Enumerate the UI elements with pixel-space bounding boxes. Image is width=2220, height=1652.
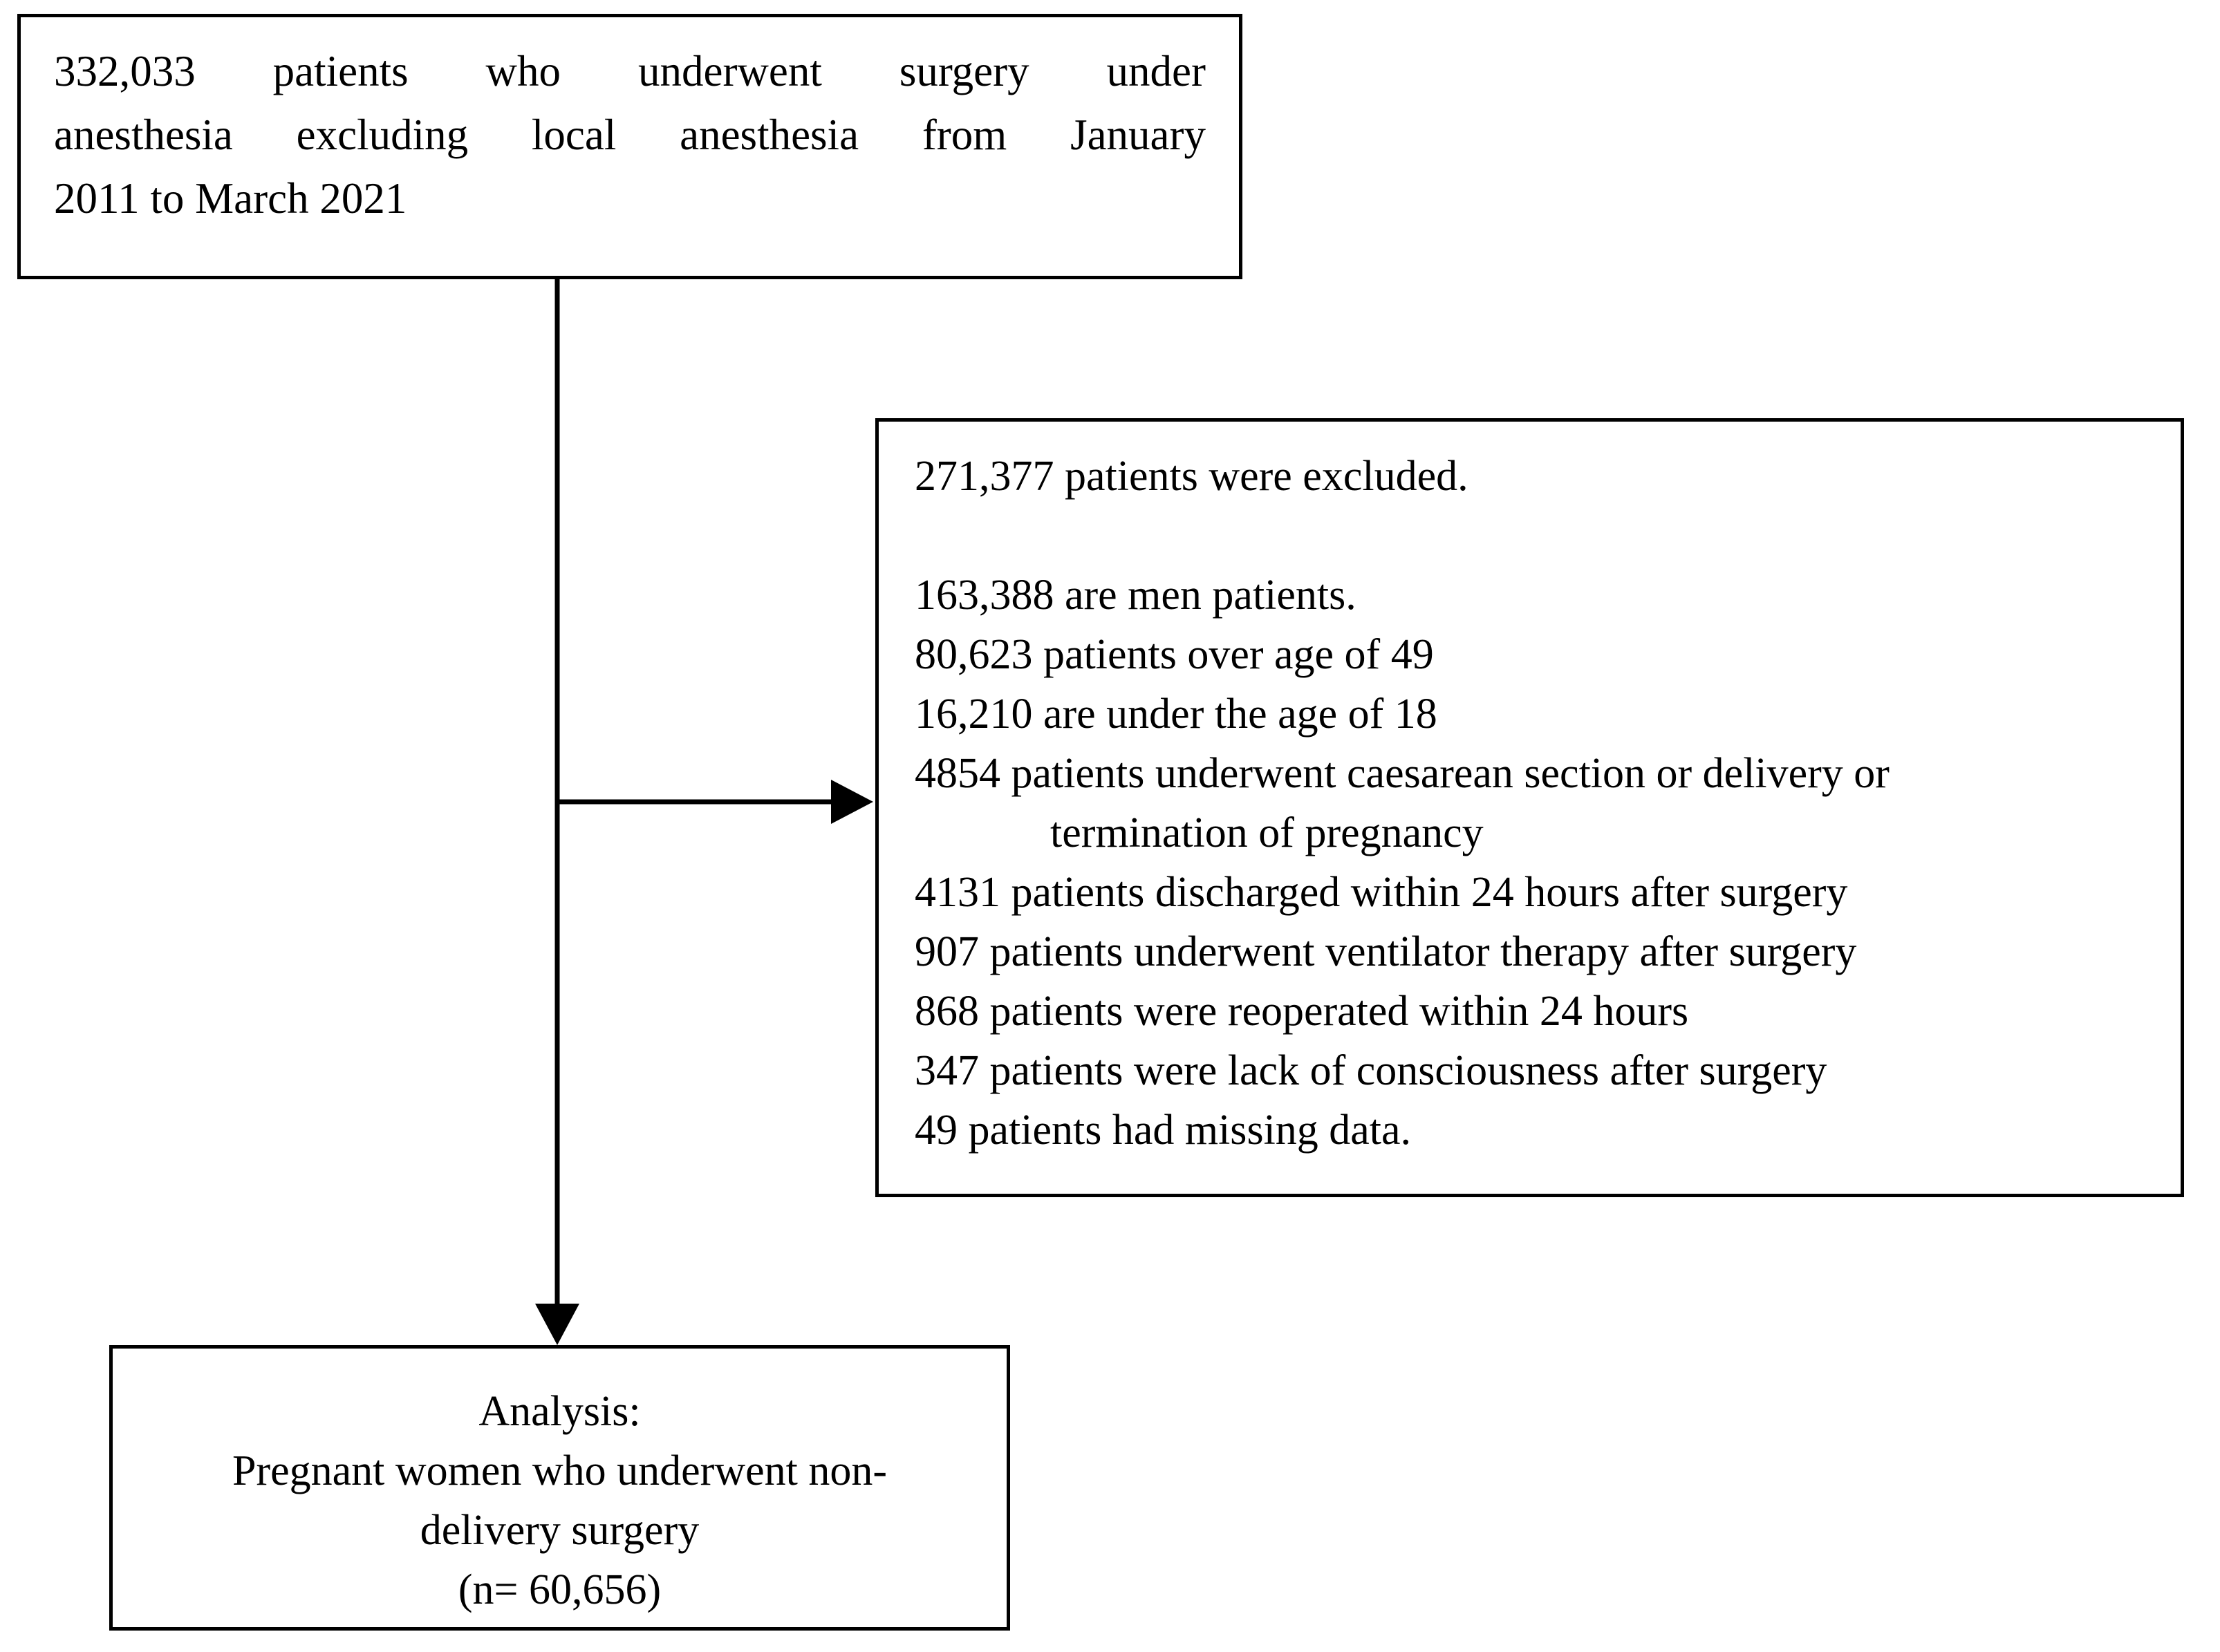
- analysis-sample-size: (n= 60,656): [458, 1566, 662, 1613]
- analysis-label: Analysis:: [478, 1388, 641, 1435]
- initial-cohort-line-3: 2011 to March 2021: [54, 174, 407, 223]
- initial-cohort-line-2: anesthesia excluding local anesthesia fr…: [54, 111, 1206, 159]
- exclusion-item-consciousness: 347 patients were lack of consciousness …: [915, 1047, 1827, 1094]
- exclusion-item-caesarean-continued: termination of pregnancy: [1050, 809, 1484, 856]
- exclusion-item-caesarean: 4854 patients underwent caesarean sectio…: [915, 750, 1890, 797]
- exclusion-item-ventilator: 907 patients underwent ventilator therap…: [915, 928, 1857, 975]
- exclusion-item-reoperated: 868 patients were reoperated within 24 h…: [915, 988, 1689, 1035]
- analysis-population-line-1: Pregnant women who underwent non-: [232, 1447, 887, 1494]
- down-arrowhead-icon: [535, 1304, 579, 1345]
- exclusion-item-under-18: 16,210 are under the age of 18: [915, 691, 1437, 738]
- initial-cohort-line-1: 332,033 patients who underwent surgery u…: [54, 47, 1206, 95]
- exclusion-item-over-49: 80,623 patients over age of 49: [915, 631, 1434, 678]
- exclusion-box: 271,377 patients were excluded. 163,388 …: [875, 418, 2184, 1197]
- exclusion-item-discharged-24h: 4131 patients discharged within 24 hours…: [915, 869, 1848, 916]
- exclusion-item-men: 163,388 are men patients.: [915, 572, 1356, 619]
- exclusion-blank-line: [915, 506, 2146, 565]
- analysis-population-line-2: delivery surgery: [420, 1507, 700, 1554]
- exclusion-title: 271,377 patients were excluded.: [915, 453, 1468, 500]
- analysis-box: Analysis: Pregnant women who underwent n…: [109, 1345, 1010, 1631]
- exclusion-item-missing-data: 49 patients had missing data.: [915, 1107, 1412, 1154]
- initial-cohort-box: 332,033 patients who underwent surgery u…: [17, 14, 1242, 279]
- right-arrowhead-icon: [831, 780, 873, 824]
